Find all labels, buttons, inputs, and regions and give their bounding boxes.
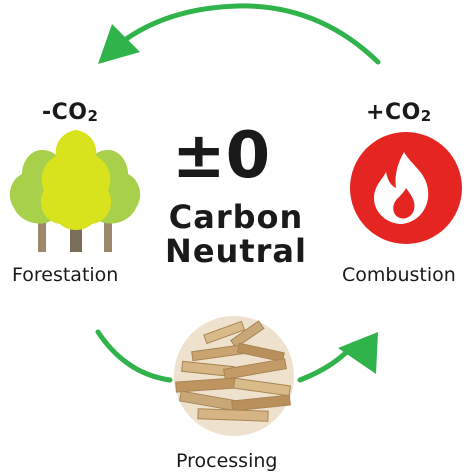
combustion-co2-change: +CO2: [366, 100, 432, 125]
combustion-co2-sign: +: [366, 100, 385, 125]
tree-icon: [9, 130, 141, 252]
forestation-label: Forestation: [12, 264, 119, 286]
bottom-right-cycle-arrow-icon: [297, 332, 378, 383]
center-title-line2: Neutral: [165, 232, 307, 270]
flame-icon: [350, 132, 462, 244]
bottom-left-cycle-arrow-icon: [95, 329, 173, 383]
lumber-pile-icon: [174, 316, 294, 436]
combustion-co2-base: CO: [384, 100, 421, 125]
forestation-co2-subscript: 2: [87, 107, 99, 125]
combustion-co2-subscript: 2: [420, 107, 432, 125]
forestation-co2-change: -CO2: [42, 100, 98, 125]
net-change-value: ±0: [172, 119, 271, 193]
processing-label: Processing: [176, 450, 278, 472]
forestation-co2-sign: -: [42, 100, 52, 125]
combustion-label: Combustion: [342, 264, 456, 286]
center-title: Carbon Neutral: [160, 200, 312, 268]
top-cycle-arrow-icon: [98, 3, 381, 65]
center-title-line1: Carbon: [168, 198, 304, 236]
forestation-co2-base: CO: [51, 100, 88, 125]
